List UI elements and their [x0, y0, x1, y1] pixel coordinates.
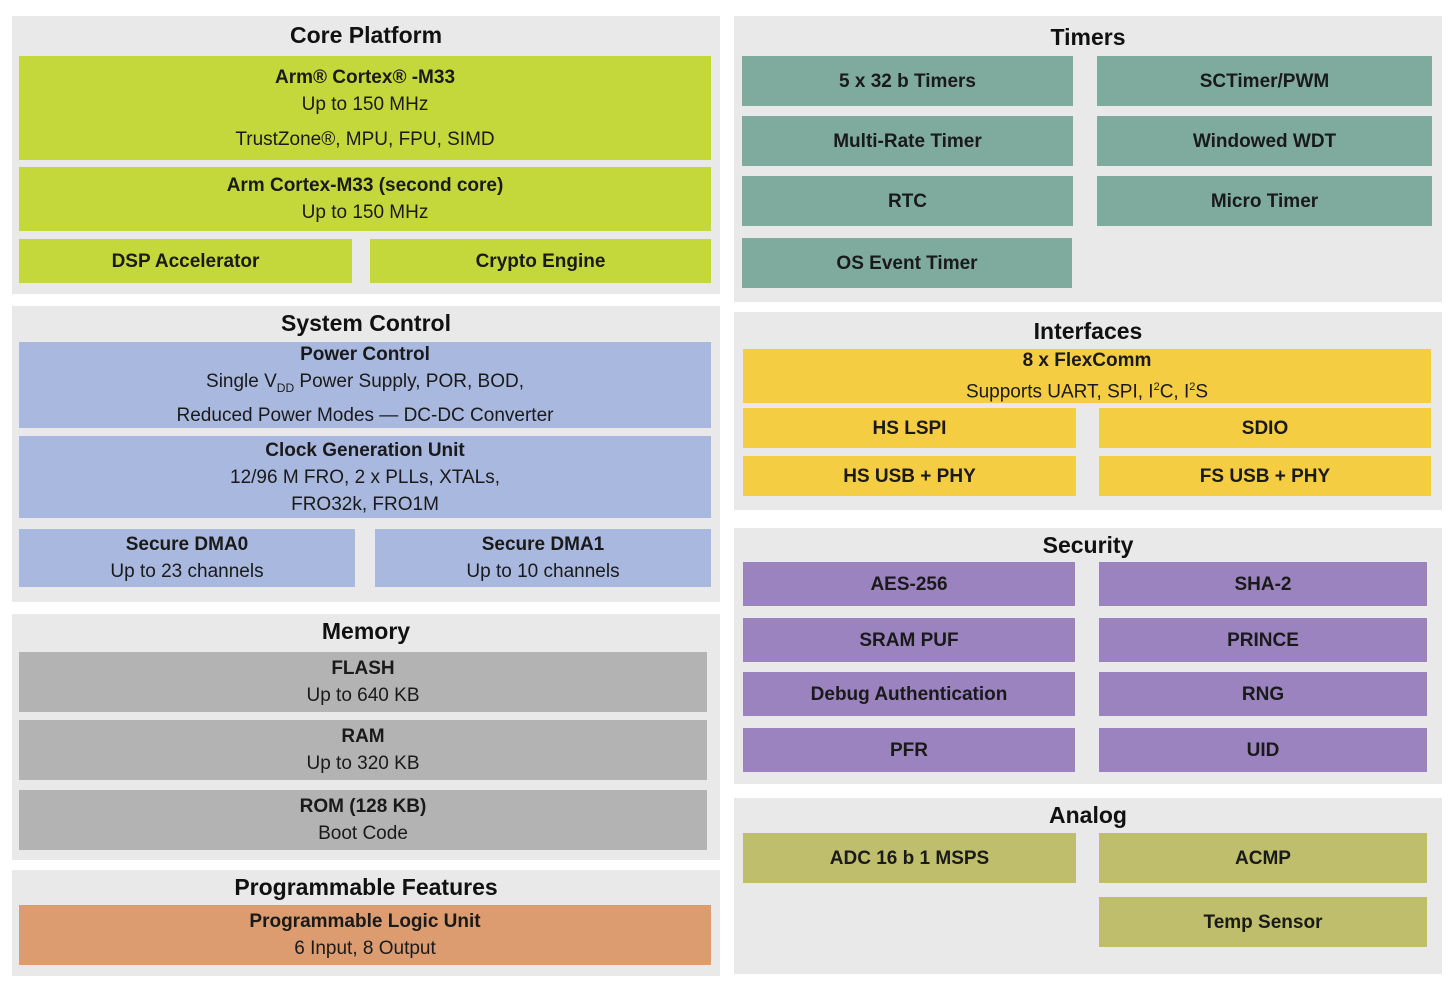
interfaces-title: Interfaces	[1033, 318, 1143, 344]
memory-title: Memory	[321, 618, 411, 644]
analog-panel: Analog ADC 16 b 1 MSPS ACMP Temp Sensor	[734, 798, 1442, 974]
secure-dma1-desc: Up to 10 channels	[466, 561, 620, 582]
core-platform-panel: Core Platform Arm® Cortex® -M33 Up to 15…	[12, 16, 720, 294]
programmable-features-panel: Programmable Features Programmable Logic…	[12, 870, 720, 976]
rom-desc: Boot Code	[318, 823, 408, 844]
power-control-name: Power Control	[300, 344, 430, 366]
plu-name: Programmable Logic Unit	[249, 911, 481, 932]
ram-block: RAM Up to 320 KB	[19, 720, 707, 780]
adc-block: ADC 16 b 1 MSPS	[743, 833, 1076, 883]
cortex-m33-block: Arm® Cortex® -M33 Up to 150 MHz TrustZon…	[19, 56, 711, 160]
clock-generation-name: Clock Generation Unit	[265, 439, 465, 461]
cortex-m33-speed: Up to 150 MHz	[301, 93, 429, 115]
flash-block: FLASH Up to 640 KB	[19, 652, 707, 712]
windowed-wdt-block: Windowed WDT	[1097, 116, 1432, 166]
security-panel: Security AES-256 SHA-2 SRAM PUF PRINCE D…	[734, 528, 1442, 784]
second-core-speed: Up to 150 MHz	[301, 202, 429, 223]
secure-dma1-name: Secure DMA1	[481, 534, 605, 555]
ram-desc: Up to 320 KB	[306, 753, 420, 774]
prince-block: PRINCE	[1099, 618, 1427, 662]
core-platform-title: Core Platform	[289, 22, 443, 48]
power-control-line1: Single VDD Power Supply, POR, BOD,	[206, 371, 524, 395]
interfaces-panel: Interfaces 8 x FlexComm Supports UART, S…	[734, 312, 1442, 510]
programmable-logic-unit-block: Programmable Logic Unit 6 Input, 8 Outpu…	[19, 905, 711, 965]
fs-usb-phy-block: FS USB + PHY	[1099, 456, 1431, 496]
programmable-features-title: Programmable Features	[234, 874, 498, 900]
flexcomm-name: 8 x FlexComm	[1022, 349, 1152, 371]
security-title: Security	[1042, 532, 1134, 558]
dsp-accelerator-block: DSP Accelerator	[19, 239, 352, 283]
second-core-name: Arm Cortex-M33 (second core)	[226, 175, 504, 196]
os-event-timer-block: OS Event Timer	[742, 238, 1072, 288]
crypto-engine-block: Crypto Engine	[370, 239, 711, 283]
clock-generation-line1: 12/96 M FRO, 2 x PLLs, XTALs,	[230, 466, 500, 488]
cortex-m33-features: TrustZone®, MPU, FPU, SIMD	[235, 128, 495, 150]
hs-lspi-block: HS LSPI	[743, 408, 1076, 448]
power-control-line2: Reduced Power Modes — DC-DC Converter	[176, 404, 554, 426]
flash-name: FLASH	[331, 658, 395, 679]
dsp-accelerator-label: DSP Accelerator	[111, 250, 260, 272]
timers-panel: Timers 5 x 32 b Timers SCTimer/PWM Multi…	[734, 16, 1442, 302]
temp-sensor-block: Temp Sensor	[1099, 897, 1427, 947]
rng-block: RNG	[1099, 672, 1427, 716]
rom-block: ROM (128 KB) Boot Code	[19, 790, 707, 850]
secure-dma0-desc: Up to 23 channels	[110, 561, 264, 582]
crypto-engine-label: Crypto Engine	[475, 250, 606, 272]
system-control-title: System Control	[281, 310, 451, 336]
debug-authentication-block: Debug Authentication	[743, 672, 1075, 716]
acmp-block: ACMP	[1099, 833, 1427, 883]
pfr-block: PFR	[743, 728, 1075, 772]
timer-32b-block: 5 x 32 b Timers	[742, 56, 1073, 106]
memory-panel: Memory FLASH Up to 640 KB RAM Up to 320 …	[12, 614, 720, 860]
secure-dma1-block: Secure DMA1 Up to 10 channels	[375, 529, 711, 587]
multi-rate-timer-block: Multi-Rate Timer	[742, 116, 1073, 166]
plu-desc: 6 Input, 8 Output	[294, 938, 436, 959]
cortex-m33-second-core-block: Arm Cortex-M33 (second core) Up to 150 M…	[19, 167, 711, 231]
analog-title: Analog	[1049, 802, 1127, 828]
sdio-block: SDIO	[1099, 408, 1431, 448]
hs-usb-phy-block: HS USB + PHY	[743, 456, 1076, 496]
micro-timer-block: Micro Timer	[1097, 176, 1432, 226]
timers-title: Timers	[1050, 24, 1126, 50]
ram-name: RAM	[341, 726, 385, 747]
secure-dma0-name: Secure DMA0	[125, 534, 249, 555]
rom-name: ROM (128 KB)	[299, 796, 427, 817]
clock-generation-block: Clock Generation Unit 12/96 M FRO, 2 x P…	[19, 436, 711, 518]
aes-256-block: AES-256	[743, 562, 1075, 606]
flexcomm-desc: Supports UART, SPI, I2C, I2S	[965, 380, 1209, 403]
clock-generation-line2: FRO32k, FRO1M	[291, 493, 439, 515]
rtc-block: RTC	[742, 176, 1073, 226]
cortex-m33-name: Arm® Cortex® -M33	[274, 66, 456, 88]
power-control-block: Power Control Single VDD Power Supply, P…	[19, 342, 711, 428]
sctimer-pwm-block: SCTimer/PWM	[1097, 56, 1432, 106]
sha-2-block: SHA-2	[1099, 562, 1427, 606]
sram-puf-block: SRAM PUF	[743, 618, 1075, 662]
system-control-panel: System Control Power Control Single VDD …	[12, 306, 720, 602]
secure-dma0-block: Secure DMA0 Up to 23 channels	[19, 529, 355, 587]
flash-desc: Up to 640 KB	[306, 685, 420, 706]
flexcomm-block: 8 x FlexComm Supports UART, SPI, I2C, I2…	[743, 349, 1431, 403]
uid-block: UID	[1099, 728, 1427, 772]
